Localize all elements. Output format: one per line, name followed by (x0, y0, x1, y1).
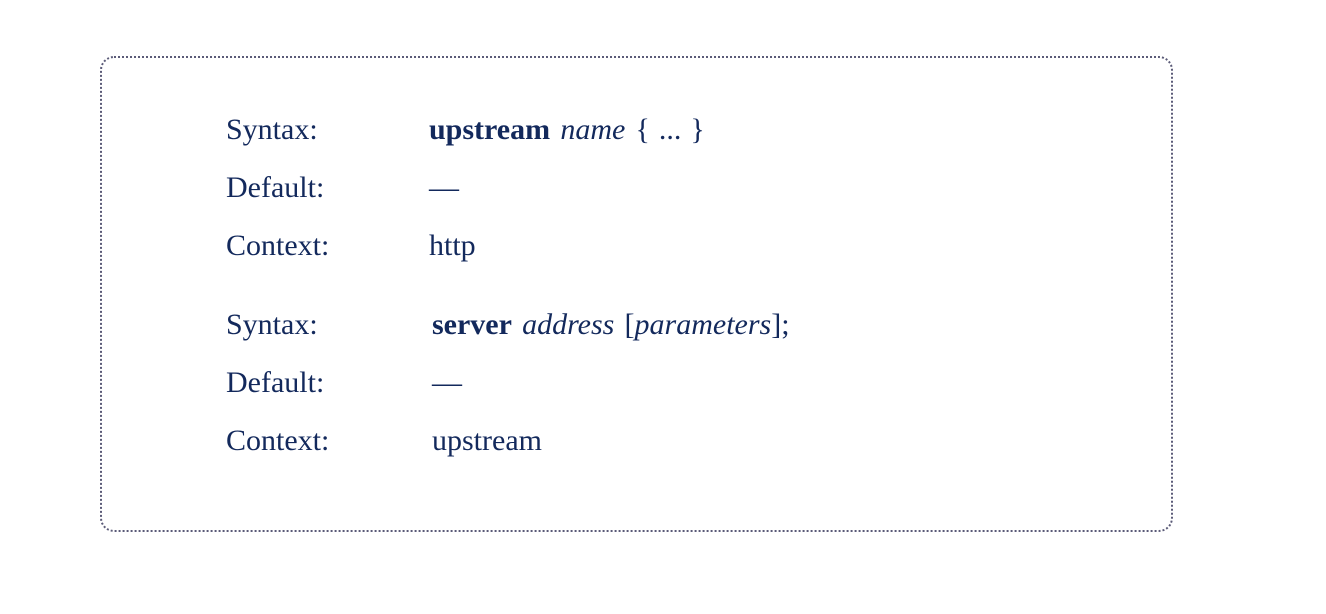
spec-value-context: upstream (432, 424, 542, 457)
spec-label-default: Default: (226, 366, 325, 399)
directive-optional-parameters: parameters (634, 308, 772, 341)
directive-keyword: server (432, 308, 512, 341)
spec-label-syntax: Syntax: (226, 113, 318, 146)
spec-value-default: — (432, 366, 462, 399)
spec-label-syntax: Syntax: (226, 308, 318, 341)
directive-argument-address: address (522, 308, 615, 341)
spec-value-context: http (429, 229, 476, 262)
spec-row-syntax: Syntax: upstream name {...} (226, 115, 705, 173)
directive-reference-card: Syntax: upstream name {...} Default: — Con… (100, 56, 1173, 532)
spec-value-syntax: upstream name {...} (429, 115, 705, 145)
directive-argument-name: name (560, 113, 626, 146)
directive-block-upstream: Syntax: upstream name {...} Default: — Con… (226, 115, 705, 289)
spec-label-context: Context: (226, 229, 330, 262)
ellipsis: ... (658, 113, 682, 146)
spec-label-context: Context: (226, 424, 330, 457)
spec-row-default: Default: — (226, 368, 790, 426)
spec-row-syntax: Syntax: server address [parameters]; (226, 310, 790, 368)
spec-value-default: — (429, 171, 459, 204)
directive-keyword: upstream (429, 113, 551, 146)
brace-open: { (635, 113, 650, 146)
spec-label-default: Default: (226, 171, 325, 204)
spec-value-syntax: server address [parameters]; (432, 310, 790, 340)
brace-close: } (690, 113, 705, 146)
bracket-open: [ (624, 308, 635, 341)
spec-row-context: Context: upstream (226, 426, 790, 484)
spec-row-context: Context: http (226, 231, 705, 289)
bracket-close: ] (771, 308, 782, 341)
spec-row-default: Default: — (226, 173, 705, 231)
semicolon: ; (781, 308, 790, 341)
directive-block-server: Syntax: server address [parameters]; Defau… (226, 310, 790, 484)
